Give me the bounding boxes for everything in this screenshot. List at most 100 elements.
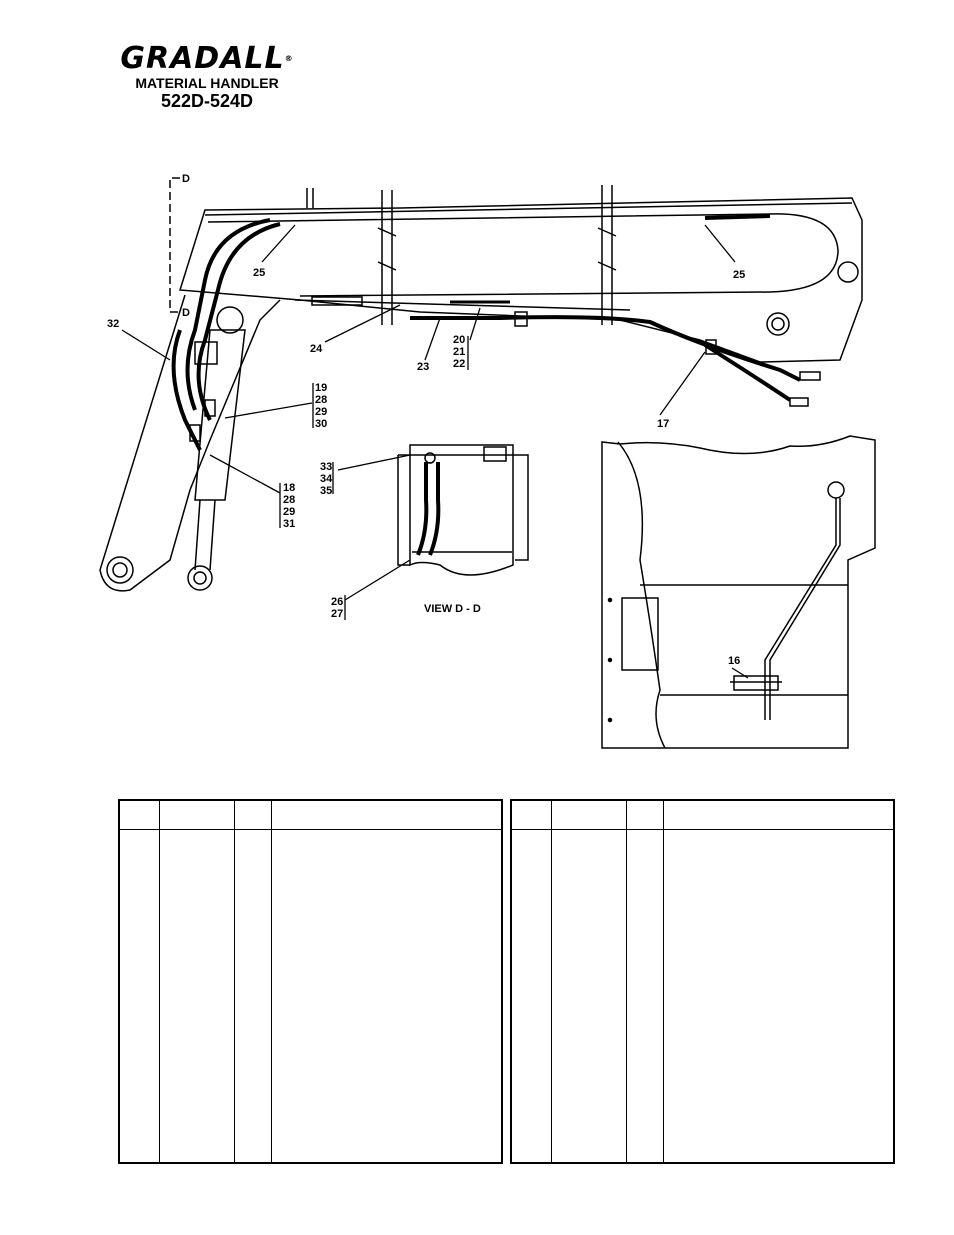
cylinder-top-pin (216, 306, 244, 334)
boom-lower-edge (294, 299, 631, 311)
section-outline (409, 444, 514, 576)
cylinder-port-block (194, 341, 218, 365)
callout-17: 17 (657, 418, 669, 430)
detail-knob (827, 481, 845, 499)
detail-view-illustration (601, 435, 876, 749)
gradall-logo: GRADALL® (112, 44, 302, 74)
leader-16 (731, 667, 749, 679)
callout-35: 35 (320, 485, 332, 497)
callout-34: 34 (320, 473, 333, 485)
registered-mark: ® (284, 54, 294, 63)
hose-4 (704, 214, 771, 220)
cylinder-rod (194, 499, 216, 571)
brand-header: GRADALL® MATERIAL HANDLER 522D-524D (112, 44, 302, 112)
hose-clamp-2 (514, 311, 528, 327)
hose-5 (410, 315, 801, 382)
leader-19 (224, 402, 313, 419)
callout-26: 26 (331, 596, 343, 608)
pivot-pin (837, 261, 859, 283)
inner-boom (207, 213, 839, 297)
parts-table-right (510, 799, 895, 1164)
hose-2 (196, 222, 281, 421)
model-number: 522D-524D (160, 91, 254, 111)
parts-table-header (512, 801, 893, 830)
leader-33 (337, 454, 411, 471)
leader-25-right (704, 224, 736, 263)
parts-table-left (118, 799, 503, 1164)
cylinder-eye (187, 565, 213, 591)
hose-1 (185, 218, 271, 411)
leader-26 (344, 559, 411, 601)
section-tab (483, 446, 507, 462)
callout-29b: 29 (283, 506, 295, 518)
leader-32 (121, 329, 171, 361)
leader-23 (424, 317, 441, 361)
leader-25-left (261, 224, 296, 263)
detail-break (617, 441, 666, 749)
table-column-divider (551, 801, 552, 1162)
callout-25-right: 25 (733, 269, 745, 281)
detail-bracket (733, 675, 779, 691)
section-mark-bottom: D (182, 307, 190, 319)
lift-cylinder (194, 329, 246, 501)
parts-table-header (120, 801, 501, 830)
section-mark-top: D (182, 173, 190, 185)
hose-fitting-2 (789, 397, 809, 407)
callout-31: 31 (283, 518, 295, 530)
wear-pad (311, 296, 363, 306)
callout-28a: 28 (315, 394, 327, 406)
break-marks-right (597, 227, 617, 271)
callout-20: 20 (453, 334, 465, 346)
cylinder-fitting-lower (189, 424, 201, 442)
leader-17 (659, 351, 706, 416)
leader-18 (209, 454, 281, 494)
callout-28b: 28 (283, 494, 295, 506)
table-column-divider (626, 801, 627, 1162)
section-bolt (424, 452, 436, 464)
subtitle: MATERIAL HANDLER (135, 75, 279, 91)
callout-24: 24 (310, 343, 323, 355)
callout-16: 16 (728, 655, 740, 667)
cylinder-eye-inner (193, 571, 207, 585)
break-line-left (381, 190, 393, 325)
callout-27: 27 (331, 608, 343, 620)
lift-arm-pin (106, 556, 134, 584)
callout-19: 19 (315, 382, 327, 394)
callout-18: 18 (283, 482, 295, 494)
hose-3 (171, 329, 202, 451)
section-left-wall (397, 455, 410, 566)
break-line-right (601, 185, 613, 325)
table-column-divider (159, 801, 160, 1162)
table-column-divider (271, 801, 272, 1162)
hose-fitting-1 (799, 371, 821, 381)
callout-25-left: 25 (253, 267, 265, 279)
pivot-pin-lower-inner (771, 317, 785, 331)
leader-24 (324, 304, 401, 343)
section-hose-2 (428, 462, 441, 556)
detail-panel (621, 597, 659, 671)
callout-22: 22 (453, 358, 465, 370)
leader-20 (469, 307, 481, 341)
callout-brackets-2 (332, 336, 469, 494)
section-view-title: VIEW D - D (424, 603, 481, 615)
boom-top-edge (204, 202, 853, 216)
detail-rivet (607, 717, 613, 723)
boom-outline (179, 197, 863, 363)
lift-arm-pin-inner (112, 562, 128, 578)
table-column-divider (234, 801, 235, 1162)
callout-29a: 29 (315, 406, 327, 418)
callout-23: 23 (417, 361, 429, 373)
table-column-divider (663, 801, 664, 1162)
boom-stud (306, 188, 314, 208)
callout-21: 21 (453, 346, 465, 358)
detail-rivet (607, 657, 613, 663)
callout-32: 32 (107, 318, 119, 330)
detail-rivet (607, 597, 613, 603)
break-marks-left (377, 227, 397, 271)
leader-lines (121, 224, 736, 528)
callout-brackets (279, 383, 314, 528)
logo-text: GRADALL (120, 41, 285, 76)
section-hose-1 (416, 462, 429, 556)
section-view-illustration (337, 444, 529, 620)
